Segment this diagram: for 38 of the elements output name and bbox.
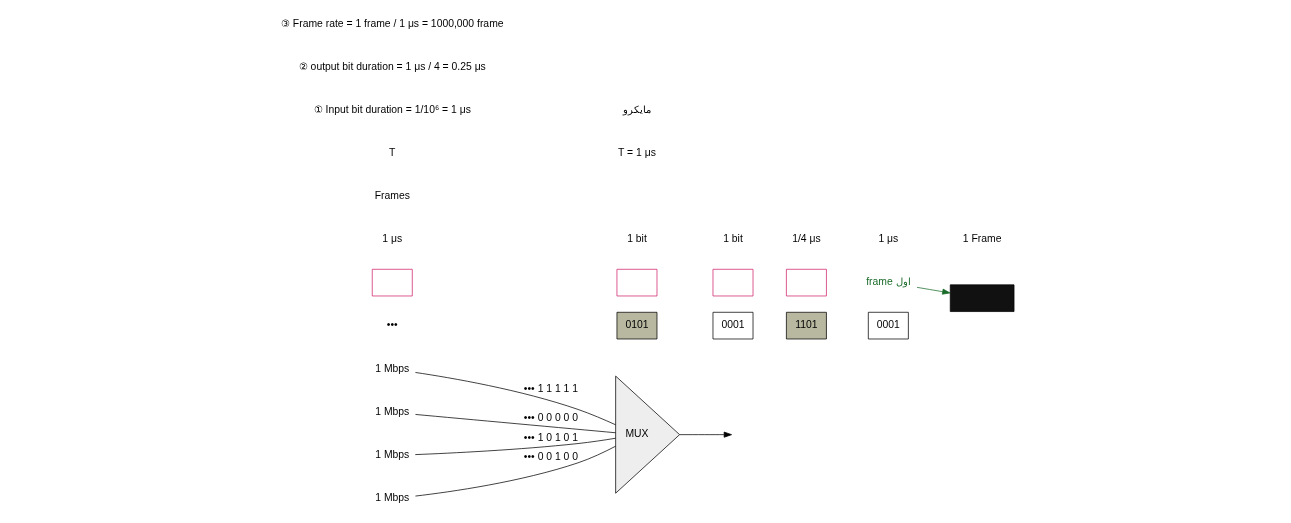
node-box: 0001 [867, 311, 909, 340]
arrow [679, 431, 732, 438]
label: T [389, 147, 396, 159]
arrow [916, 287, 951, 295]
node-box [616, 268, 658, 297]
node-text: 1 Mbps [375, 363, 410, 375]
node-box [371, 268, 413, 297]
label: 1 μs [382, 233, 403, 245]
label: 1/4 μs [792, 233, 821, 245]
edge-label: ••• 0 0 1 0 0 [523, 451, 579, 462]
label: مايكرو [622, 104, 651, 116]
label: ② output bit duration = 1 μs / 4 = 0.25 μs [298, 61, 486, 73]
connector [415, 372, 616, 426]
node-text: 1 Mbps [375, 449, 410, 461]
node-box: 0001 [712, 311, 754, 340]
connector [415, 445, 616, 497]
edge-label: ••• 1 0 1 0 1 [523, 431, 579, 443]
node-text: 1 Mbps [375, 406, 410, 418]
label: ① Input bit duration = 1/10⁶ = 1 μs [313, 104, 471, 116]
node-box [949, 284, 1015, 312]
label: 1 bit [627, 233, 647, 245]
label: 1 Frame [962, 233, 1002, 245]
node-text: 1 Mbps [375, 492, 410, 504]
node-box [712, 268, 754, 297]
label: 1 bit [723, 233, 743, 245]
connector [415, 414, 616, 434]
node-text: frame اول [866, 276, 911, 288]
label: 1 μs [878, 233, 899, 245]
node-box: 0101 [616, 311, 658, 340]
node-box: 1101 [786, 311, 827, 340]
edge-label: ••• 0 0 0 0 0 [523, 412, 579, 424]
label: ••• [386, 319, 398, 331]
node-box [786, 268, 827, 297]
label: ③ Frame rate = 1 frame / 1 μs = 1000,000 frame [280, 18, 504, 30]
edge-label: ••• 1 1 1 1 1 [523, 382, 579, 394]
label: T = 1 μs [618, 147, 656, 159]
label: Frames [374, 190, 410, 202]
connector [414, 437, 616, 455]
